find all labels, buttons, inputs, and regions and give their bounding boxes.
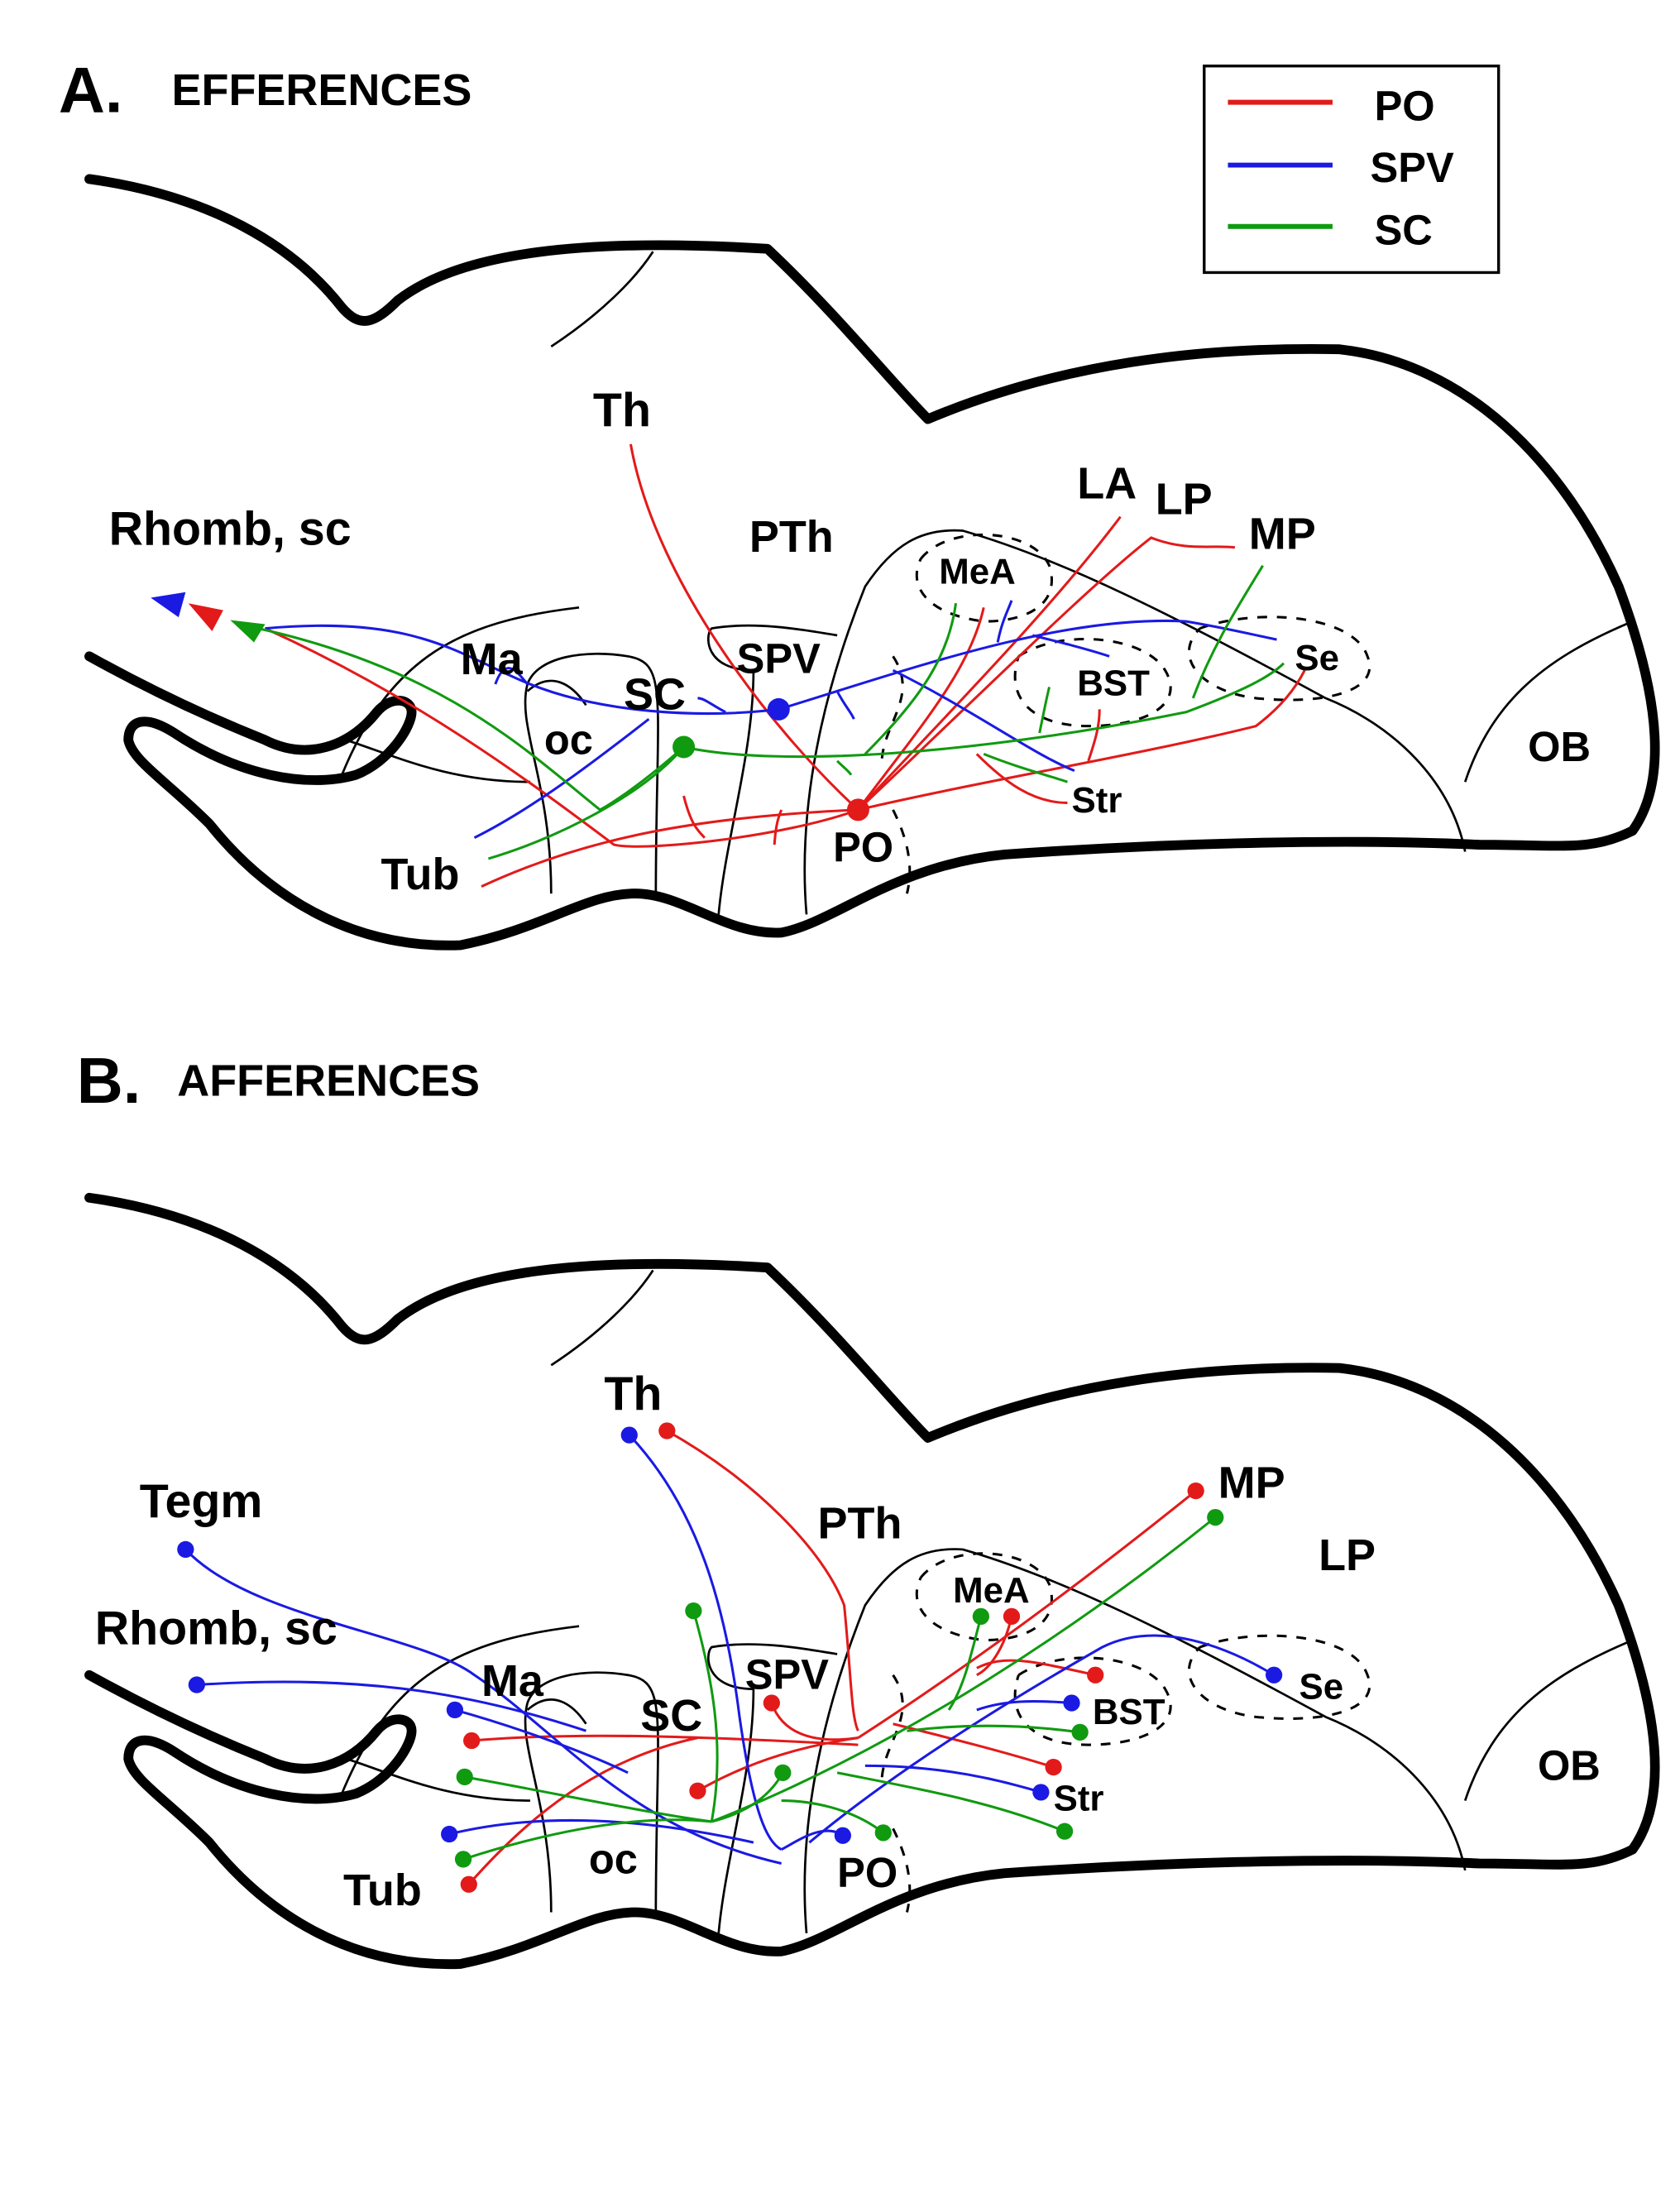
label-se: Se [1295, 638, 1339, 678]
sc-afferent-projections [454, 1509, 1224, 1868]
label-rhomb-sc: Rhomb, sc [109, 502, 352, 555]
label-ob: OB [1528, 723, 1591, 770]
label-lp: LP [1156, 474, 1213, 524]
legend-label-spv: SPV [1371, 144, 1454, 191]
label-tub: Tub [343, 1866, 422, 1915]
legend-label-po: PO [1375, 83, 1435, 130]
arrowhead-green [230, 620, 266, 643]
region-labels-b: Th Tegm Rhomb, sc PTh MP LP MeA Ma SC SP… [95, 1368, 1601, 1915]
label-po: PO [837, 1849, 897, 1896]
arrowhead-blue [151, 592, 186, 618]
label-mp: MP [1218, 1459, 1285, 1508]
label-se: Se [1299, 1666, 1343, 1707]
label-str: Str [1054, 1778, 1104, 1818]
panel-a-letter: A. [59, 55, 123, 126]
label-bst: BST [1093, 1692, 1165, 1732]
label-rhomb-sc: Rhomb, sc [95, 1602, 337, 1655]
label-th: Th [593, 384, 651, 437]
label-th: Th [604, 1368, 662, 1420]
label-lp: LP [1319, 1530, 1376, 1580]
panel-a: A. EFFERENCES [59, 55, 1655, 945]
label-mea: MeA [953, 1570, 1030, 1611]
po-efferent-projections [188, 443, 1306, 889]
label-bst: BST [1077, 663, 1150, 704]
label-po: PO [833, 823, 893, 870]
label-oc: oc [589, 1835, 638, 1882]
panel-a-title: EFFERENCES [171, 65, 471, 115]
po-afferent-projections [460, 1422, 1204, 1893]
legend: PO SPV SC [1203, 65, 1501, 275]
arrowhead-red [188, 603, 223, 631]
label-pth: PTh [749, 512, 834, 562]
region-labels-a: Th Rhomb, sc PTh LA LP MP MeA Ma SC SPV … [109, 384, 1591, 899]
label-sc: SC [640, 1691, 702, 1741]
spv-afferent-projections [177, 1426, 1283, 1865]
panel-b-letter: B. [77, 1046, 141, 1117]
spv-cell-body [767, 697, 790, 721]
legend-box [1203, 65, 1501, 275]
sc-efferent-projections [230, 564, 1285, 860]
label-spv: SPV [745, 1651, 829, 1698]
label-mp: MP [1249, 509, 1316, 558]
panel-b-title: AFFERENCES [177, 1056, 480, 1106]
label-tegm: Tegm [140, 1475, 263, 1528]
legend-label-sc: SC [1375, 207, 1433, 254]
sc-cell-body [672, 735, 696, 759]
label-str: Str [1072, 780, 1122, 821]
label-mea: MeA [939, 552, 1016, 592]
label-tub: Tub [381, 850, 460, 899]
label-ma: Ma [461, 635, 524, 684]
panel-b: B. AFFERENCES [77, 1046, 1655, 1964]
label-ob: OB [1538, 1741, 1601, 1789]
label-pth: PTh [818, 1498, 902, 1548]
label-ma: Ma [481, 1656, 544, 1706]
po-cell-body [846, 798, 869, 821]
label-oc: oc [544, 716, 593, 763]
label-sc: SC [624, 669, 686, 719]
spv-efferent-projections [151, 592, 1277, 839]
label-spv: SPV [737, 635, 821, 683]
label-la: LA [1077, 459, 1137, 509]
